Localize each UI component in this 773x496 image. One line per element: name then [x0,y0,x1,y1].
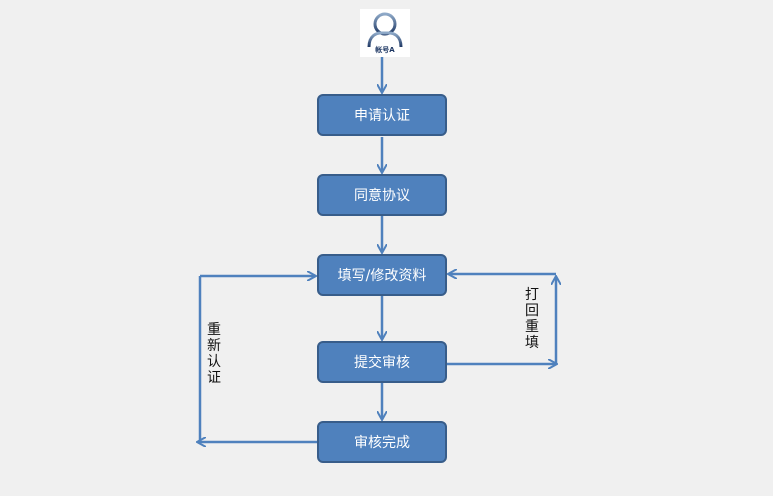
label-recertify: 重新认证 [207,322,221,386]
step-fill-modify-info: 填写/修改资料 [317,254,447,296]
label-reject-refill: 打回重填 [525,287,539,351]
step-submit-review: 提交审核 [317,341,447,383]
step-review-complete: 审核完成 [317,421,447,463]
user-account-icon [367,12,403,48]
step-agree-agreement: 同意协议 [317,174,447,216]
step-apply-certification: 申请认证 [317,94,447,136]
user-account-caption: 帐号A [375,46,395,54]
user-account: 帐号A [360,9,410,57]
